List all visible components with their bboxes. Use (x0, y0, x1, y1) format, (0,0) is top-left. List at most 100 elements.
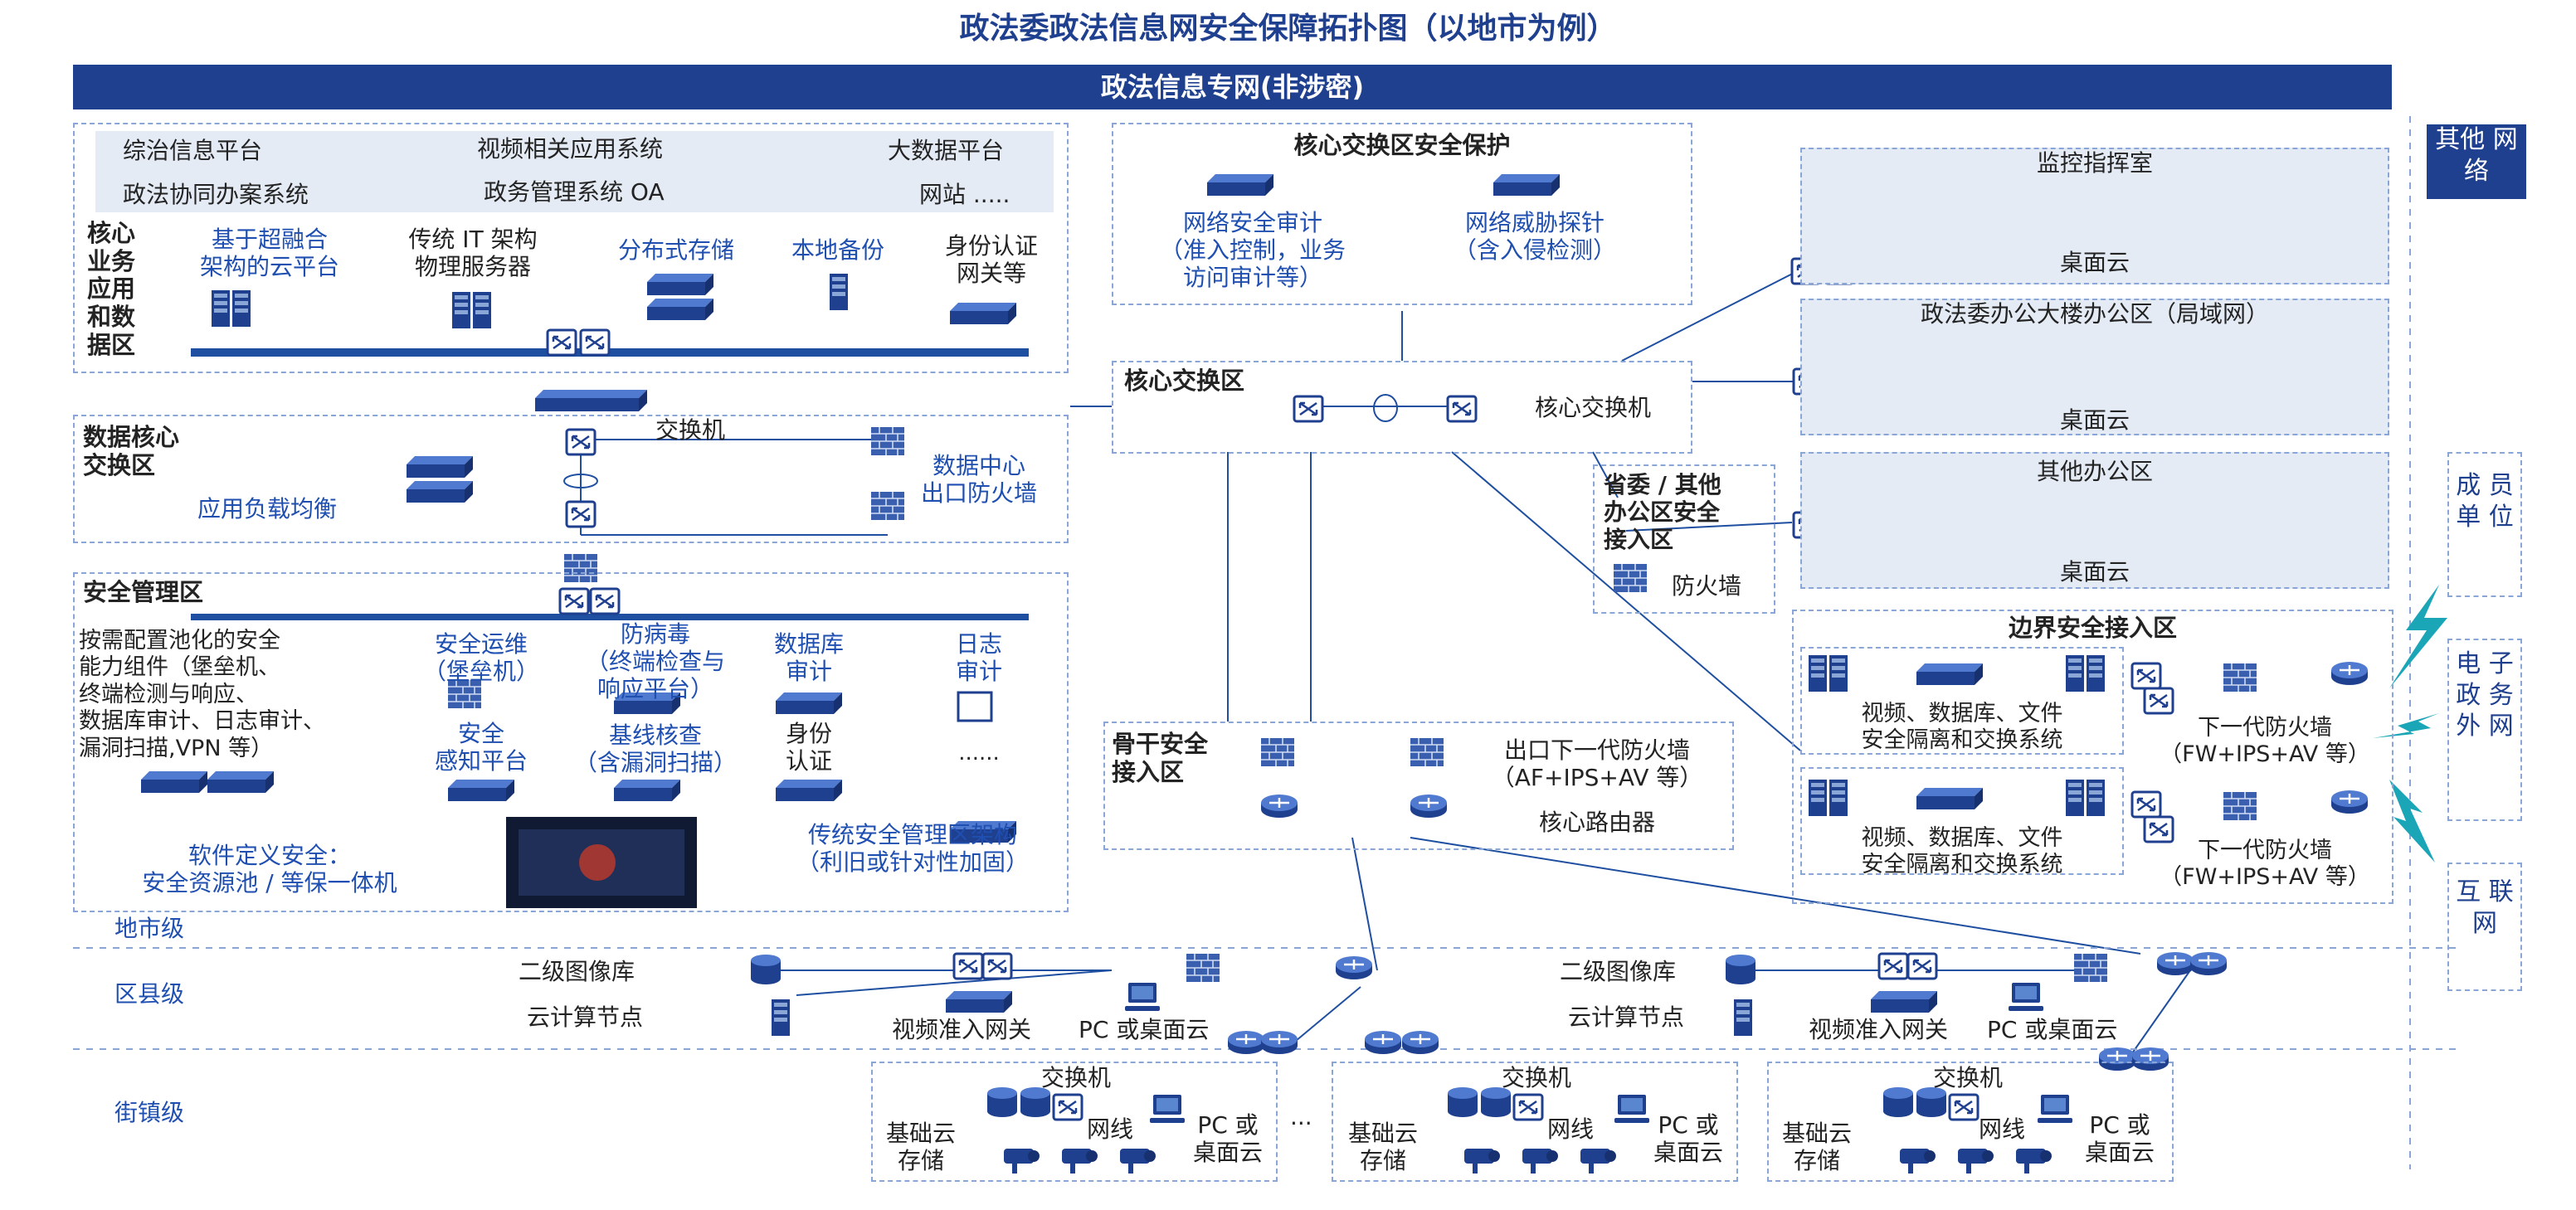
core-exchange-icons (1293, 257, 1855, 593)
town-net-2: 网线 (1547, 1115, 1595, 1143)
border-label: 边界安全接入区 (2008, 614, 2177, 642)
side-egov-extranet: 电 子 政 务 外 网 (2447, 639, 2522, 821)
more-dots: ...... (958, 741, 1000, 765)
platform-item: 政务管理系统 OA (484, 178, 665, 206)
county-video-gw-1: 视频准入网关 (892, 1016, 1032, 1043)
town-box-1 (871, 1062, 1278, 1182)
core-business-zone (73, 123, 1069, 373)
backbone-zone (1103, 722, 1734, 850)
county-cloud-node-1: 云计算节点 (527, 1003, 644, 1031)
security-mgmt-icons (141, 679, 1016, 908)
border-zone (1792, 610, 2393, 904)
load-balancer-label: 应用负载均衡 (197, 495, 338, 522)
core-item-hci: 基于超融合 架构的云平台 (199, 226, 339, 281)
auth-label: 身份 认证 (785, 720, 832, 775)
border-exchange-label-2: 视频、数据库、文件 安全隔离和交换系统 (1861, 825, 2063, 877)
town-storage-3: 基础云 存储 (1781, 1120, 1852, 1175)
side-internet: 互 联 网 (2447, 863, 2522, 991)
backbone-fw-label: 出口下一代防火墙 （AF+IPS+AV 等） (1491, 736, 1703, 792)
office-building-label: 政法委办公大楼办公区（局域网） (1920, 300, 2269, 328)
town-storage-1: 基础云 存储 (885, 1120, 956, 1175)
security-mgmt-label: 安全管理区 (83, 578, 204, 606)
level-county: 区县级 (114, 980, 185, 1008)
county-cloud-node-2: 云计算节点 (1568, 1003, 1685, 1031)
level-town: 街镇级 (114, 1099, 185, 1126)
threat-probe-label: 网络威胁探针 （含入侵检测） (1453, 209, 1616, 265)
level-city: 地市级 (114, 915, 185, 942)
town-pc-1: PC 或 桌面云 (1192, 1111, 1263, 1167)
core-item-physical: 传统 IT 架构 物理服务器 (408, 226, 538, 281)
platform-item: 视频相关应用系统 (477, 135, 664, 163)
county-image-lib-1: 二级图像库 (519, 958, 635, 985)
county-pc-1: PC 或桌面云 (1079, 1016, 1210, 1043)
core-protect-label: 核心交换区安全保护 (1293, 131, 1511, 159)
province-label: 省委 / 其他 办公区安全 接入区 (1604, 471, 1721, 554)
network-banner: 政法信息专网(非涉密) (73, 65, 2392, 109)
platform-item: 综治信息平台 (123, 137, 263, 164)
core-exchange-zone (1112, 361, 1692, 454)
traditional-label: 传统安全管理区架构 （利旧或针对性加固） (796, 821, 1029, 877)
town-net-3: 网线 (1979, 1115, 2026, 1143)
platform-item: 网站 ..... (919, 181, 1010, 208)
sds-label: 软件定义安全： 安全资源池 / 等保一体机 (142, 842, 397, 897)
town-pc-3: PC 或 桌面云 (2084, 1111, 2155, 1167)
core-router-label: 核心路由器 (1539, 809, 1656, 836)
net-audit-label: 网络安全审计 （准入控制，业务 访问审计等） (1159, 209, 1346, 292)
border-ngfw-label-2: 下一代防火墙 （FW+IPS+AV 等） (2160, 838, 2370, 890)
core-switch-label: 核心交换机 (1535, 394, 1652, 421)
county-video-gw-2: 视频准入网关 (1809, 1016, 1949, 1043)
core-exchange-label: 核心交换区 (1124, 367, 1245, 395)
monitor-zone (1800, 148, 2389, 284)
ops-label: 安全运维 （堡垒机） (422, 630, 539, 686)
core-business-label: 核心 业务 应用 和数 据区 (87, 219, 136, 359)
border-ngfw-label-1: 下一代防火墙 （FW+IPS+AV 等） (2160, 715, 2370, 767)
core-protect-zone (1112, 123, 1692, 305)
county-pc-2: PC 或桌面云 (1987, 1016, 2118, 1043)
town-storage-2: 基础云 存储 (1347, 1120, 1418, 1175)
monitor-label: 监控指挥室 (2036, 149, 2153, 177)
platform-item: 政法协同办案系统 (123, 181, 309, 208)
office-building-cloud-label: 桌面云 (2059, 406, 2130, 434)
antivirus-label: 防病毒 （终端检查与 响应平台） (585, 620, 725, 703)
bolt-icons (2373, 585, 2447, 863)
county-image-lib-2: 二级图像库 (1560, 958, 1677, 985)
town-net-1: 网线 (1087, 1115, 1134, 1143)
town-switch-3: 交换机 (1933, 1064, 2004, 1091)
data-core-icons (407, 426, 905, 615)
side-other-network: 其他 网络 (2427, 124, 2526, 199)
platforms-panel (95, 131, 1054, 212)
data-core-switch-label: 交换机 (655, 416, 726, 444)
border-exchange-box-2 (1800, 767, 2124, 875)
security-mgmt-zone (73, 572, 1069, 912)
border-exchange-box-1 (1800, 647, 2124, 755)
monitor-cloud-label: 桌面云 (2059, 249, 2130, 276)
core-item-backup: 本地备份 (791, 236, 884, 264)
town-ellipsis: ... (1290, 1103, 1312, 1130)
other-office-cloud-label: 桌面云 (2059, 558, 2130, 586)
log-audit-label: 日志 审计 (955, 630, 1002, 686)
town-box-3 (1767, 1062, 2174, 1182)
other-office-zone (1800, 452, 2389, 589)
other-office-label: 其他办公区 (2036, 458, 2153, 485)
sense-label: 安全 感知平台 (434, 720, 528, 775)
backbone-label: 骨干安全 接入区 (1112, 730, 1209, 787)
side-member-units: 成 员 单 位 (2447, 452, 2522, 597)
page-title: 政法委政法信息网安全保障拓扑图（以地市为例） (959, 12, 1617, 46)
baseline-label: 基线核查 （含漏洞扫描） (573, 722, 737, 777)
town-box-2 (1332, 1062, 1738, 1182)
core-item-auth: 身份认证 网关等 (944, 232, 1038, 288)
platform-item: 大数据平台 (888, 137, 1005, 164)
core-item-storage: 分布式存储 (617, 236, 734, 264)
data-core-zone (73, 415, 1069, 543)
town-pc-2: PC 或 桌面云 (1653, 1111, 1723, 1167)
db-audit-label: 数据库 审计 (773, 630, 844, 686)
dc-firewall-label: 数据中心 出口防火墙 (920, 452, 1037, 508)
town-switch-2: 交换机 (1502, 1064, 1572, 1091)
province-zone (1593, 464, 1775, 614)
town-switch-1: 交换机 (1041, 1064, 1112, 1091)
county-icons (751, 950, 2228, 1072)
province-fw-label: 防火墙 (1672, 572, 1742, 600)
border-exchange-label-1: 视频、数据库、文件 安全隔离和交换系统 (1861, 701, 2063, 753)
security-mgmt-desc: 按需配置池化的安全 能力组件（堡垒机、 终端检测与响应、 数据库审计、日志审计、… (79, 628, 325, 761)
